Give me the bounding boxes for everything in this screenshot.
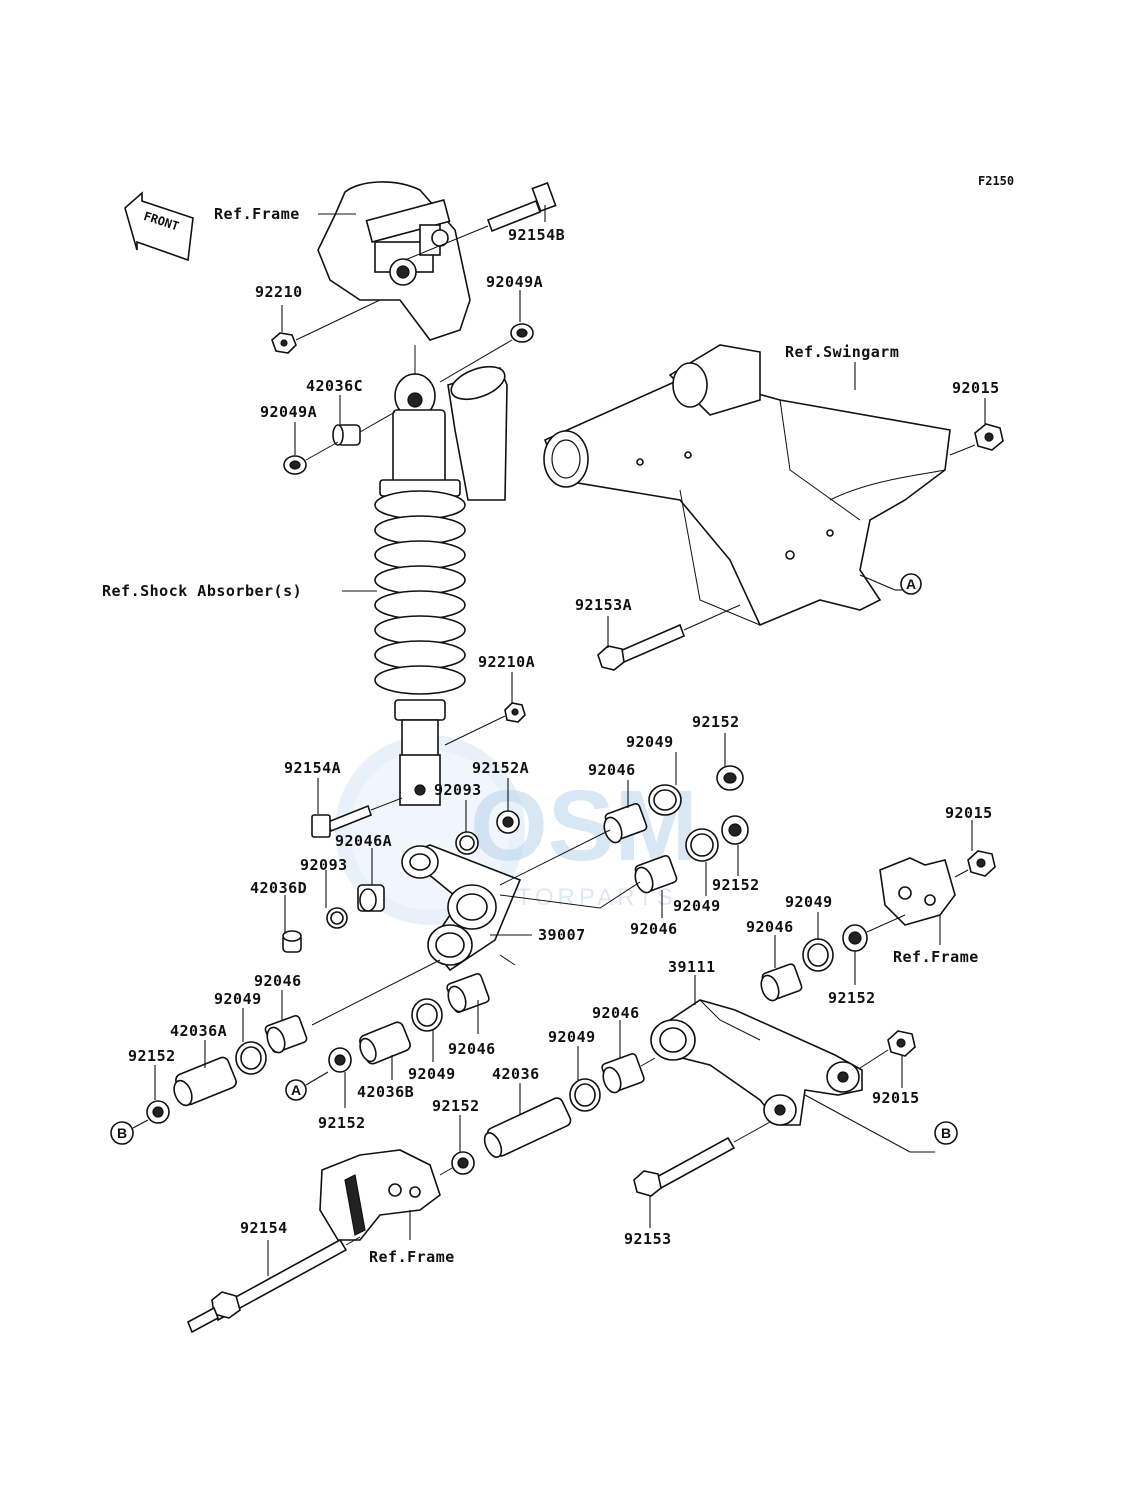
label-92049-c: 92049 (408, 1065, 456, 1083)
collar-42036D (282, 930, 302, 953)
label-92046-c2: 92046 (592, 1004, 640, 1022)
label-92152A: 92152A (472, 759, 529, 777)
swingarm (543, 344, 951, 627)
label-92046-l: 92046 (254, 972, 302, 990)
label-92154A: 92154A (284, 759, 341, 777)
bolt-92154B (404, 181, 557, 261)
label-92049A-top: 92049A (486, 273, 543, 291)
label-92049A-left: 92049A (260, 403, 317, 421)
collar-42036C (332, 424, 361, 446)
label-92210: 92210 (255, 283, 303, 301)
bolt-92154A (311, 797, 403, 838)
label-42036D: 42036D (250, 879, 307, 897)
ref-frame-top: Ref.Frame (214, 205, 300, 223)
label-92049-top: 92049 (626, 733, 674, 751)
diagram-code: F2150 (978, 174, 1014, 188)
marker-b-left-label: B (117, 1125, 127, 1141)
label-92093-b: 92093 (300, 856, 348, 874)
ref-frame-bottom: Ref.Frame (369, 1248, 455, 1266)
shock-absorber (374, 365, 508, 806)
label-92046-top: 92046 (588, 761, 636, 779)
axle-92154 (186, 1236, 361, 1334)
bearing-92046-c (446, 973, 490, 1013)
collar-42036B (359, 1021, 411, 1065)
label-92015-right: 92015 (945, 804, 993, 822)
label-92049-mid: 92049 (673, 897, 721, 915)
label-92152-l: 92152 (128, 1047, 176, 1065)
tie-rod-39111 (650, 999, 863, 1126)
label-92152-r: 92152 (828, 989, 876, 1007)
ref-frame-right: Ref.Frame (893, 948, 979, 966)
label-92152-top: 92152 (692, 713, 740, 731)
bearing-92046-c2 (601, 1053, 645, 1094)
label-92152-c: 92152 (318, 1114, 366, 1132)
bearing-92046-r (760, 963, 803, 1002)
label-92046-r: 92046 (746, 918, 794, 936)
label-92093-a: 92093 (434, 781, 482, 799)
frame-top-bracket (317, 181, 471, 341)
bearing-92046-mid (634, 855, 678, 894)
collar-42036A (173, 1056, 237, 1107)
bolt-92153A (597, 604, 741, 671)
label-92049-c2: 92049 (548, 1028, 596, 1046)
marker-b-right (934, 1121, 958, 1145)
label-92210A: 92210A (478, 653, 535, 671)
bearing-92046-l (264, 1015, 308, 1054)
rocker-arm-39007 (401, 844, 522, 972)
ref-swingarm: Ref.Swingarm (785, 343, 899, 361)
collar-42036 (483, 1097, 572, 1158)
marker-a-right (900, 573, 922, 595)
label-92153A: 92153A (575, 596, 632, 614)
label-42036A: 42036A (170, 1022, 227, 1040)
marker-a-left-label: A (291, 1082, 301, 1098)
label-92152-mid: 92152 (712, 876, 760, 894)
label-42036: 42036 (492, 1065, 540, 1083)
label-42036B: 42036B (357, 1083, 414, 1101)
label-92152-c2: 92152 (432, 1097, 480, 1115)
label-92153: 92153 (624, 1230, 672, 1248)
label-92015-top: 92015 (952, 379, 1000, 397)
marker-b-left (110, 1121, 134, 1145)
label-92015-low: 92015 (872, 1089, 920, 1107)
front-arrow-icon: FRONT (124, 191, 194, 262)
bearing-92046-top (603, 803, 648, 844)
marker-a-right-label: A (906, 576, 916, 592)
label-92046-c: 92046 (448, 1040, 496, 1058)
frame-bottom-bracket (319, 1149, 441, 1241)
marker-b-right-label: B (941, 1125, 951, 1141)
label-92046A: 92046A (335, 832, 392, 850)
label-42036C: 42036C (306, 377, 363, 395)
label-92154: 92154 (240, 1219, 288, 1237)
bearing-92046A (357, 884, 385, 912)
bolt-92153 (633, 1121, 771, 1197)
marker-a-left (285, 1079, 307, 1101)
label-39111: 39111 (668, 958, 716, 976)
ref-shock-absorber: Ref.Shock Absorber(s) (102, 582, 302, 600)
label-92046-mid: 92046 (630, 920, 678, 938)
label-92154B: 92154B (508, 226, 565, 244)
label-92049-l: 92049 (214, 990, 262, 1008)
label-39007: 39007 (538, 926, 586, 944)
frame-right-bracket (879, 857, 956, 926)
label-92049-r: 92049 (785, 893, 833, 911)
